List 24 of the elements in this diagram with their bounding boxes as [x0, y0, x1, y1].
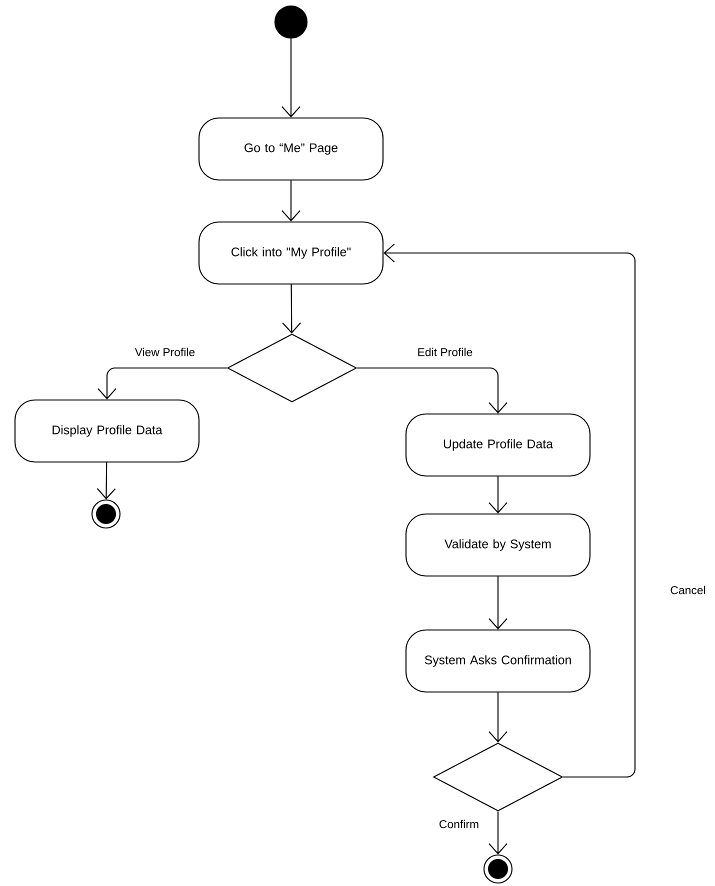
activity-box: System Asks Confirmation	[405, 629, 591, 693]
arrow	[282, 284, 302, 334]
end-node	[91, 499, 121, 529]
end-node	[483, 854, 513, 884]
arrow	[282, 38, 300, 118]
activity-box: Display Profile Data	[14, 399, 200, 463]
arrow	[488, 812, 508, 854]
edge-label: Cancel	[669, 584, 707, 596]
arrow	[384, 244, 636, 778]
arrow	[96, 462, 116, 500]
arrow	[357, 367, 508, 414]
edge-label: Confirm	[438, 818, 480, 830]
start-node	[274, 5, 308, 39]
edge-label: Edit Profile	[416, 346, 474, 358]
arrow	[488, 576, 508, 630]
arrow	[282, 180, 300, 222]
activity-box: Update Profile Data	[405, 413, 591, 477]
arrow	[488, 476, 508, 514]
edge-label: View Profile	[134, 346, 196, 358]
activity-box: Go to “Me” Page	[198, 117, 384, 181]
arrow	[488, 692, 508, 742]
activity-box: Validate by System	[405, 513, 591, 577]
arrow	[98, 367, 227, 400]
activity-box: Click into "My Profile"	[198, 221, 384, 285]
